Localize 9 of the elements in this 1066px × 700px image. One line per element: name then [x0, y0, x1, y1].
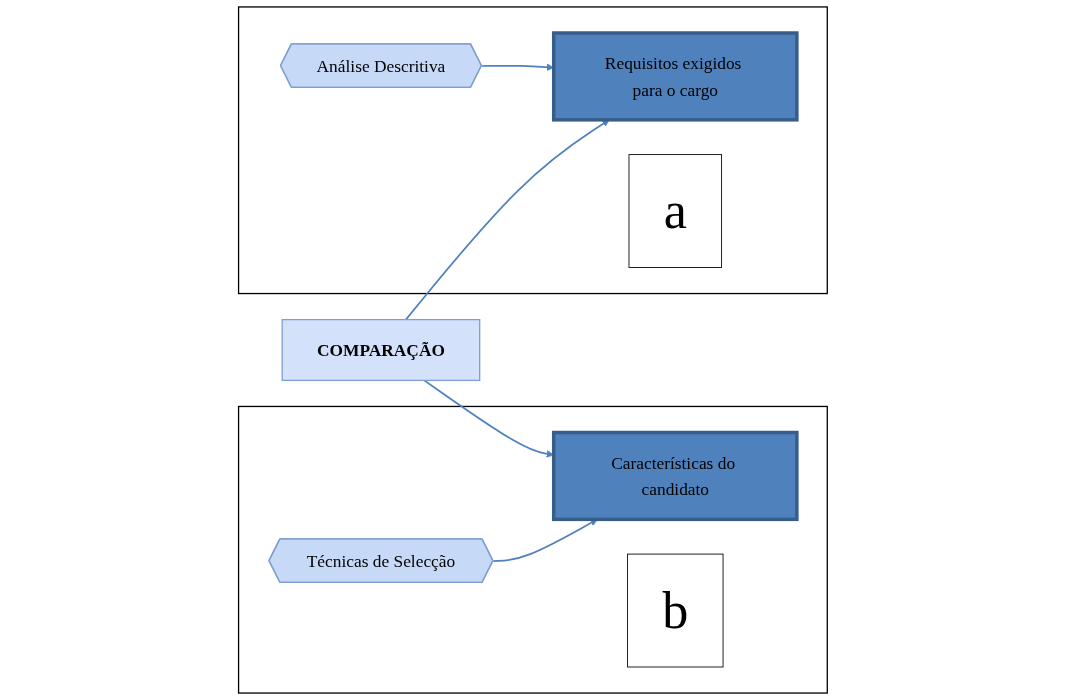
arrow: [492, 519, 598, 562]
node-box: Requisitos exigidos para o cargo: [552, 31, 799, 122]
node-box: COMPARAÇÃO: [281, 318, 481, 382]
node-box: Características do candidato: [552, 430, 799, 522]
cluster: [238, 6, 828, 295]
arrow: [405, 119, 610, 321]
node-box: a: [628, 154, 723, 268]
cluster: [238, 405, 828, 694]
node-box: b: [627, 553, 724, 668]
